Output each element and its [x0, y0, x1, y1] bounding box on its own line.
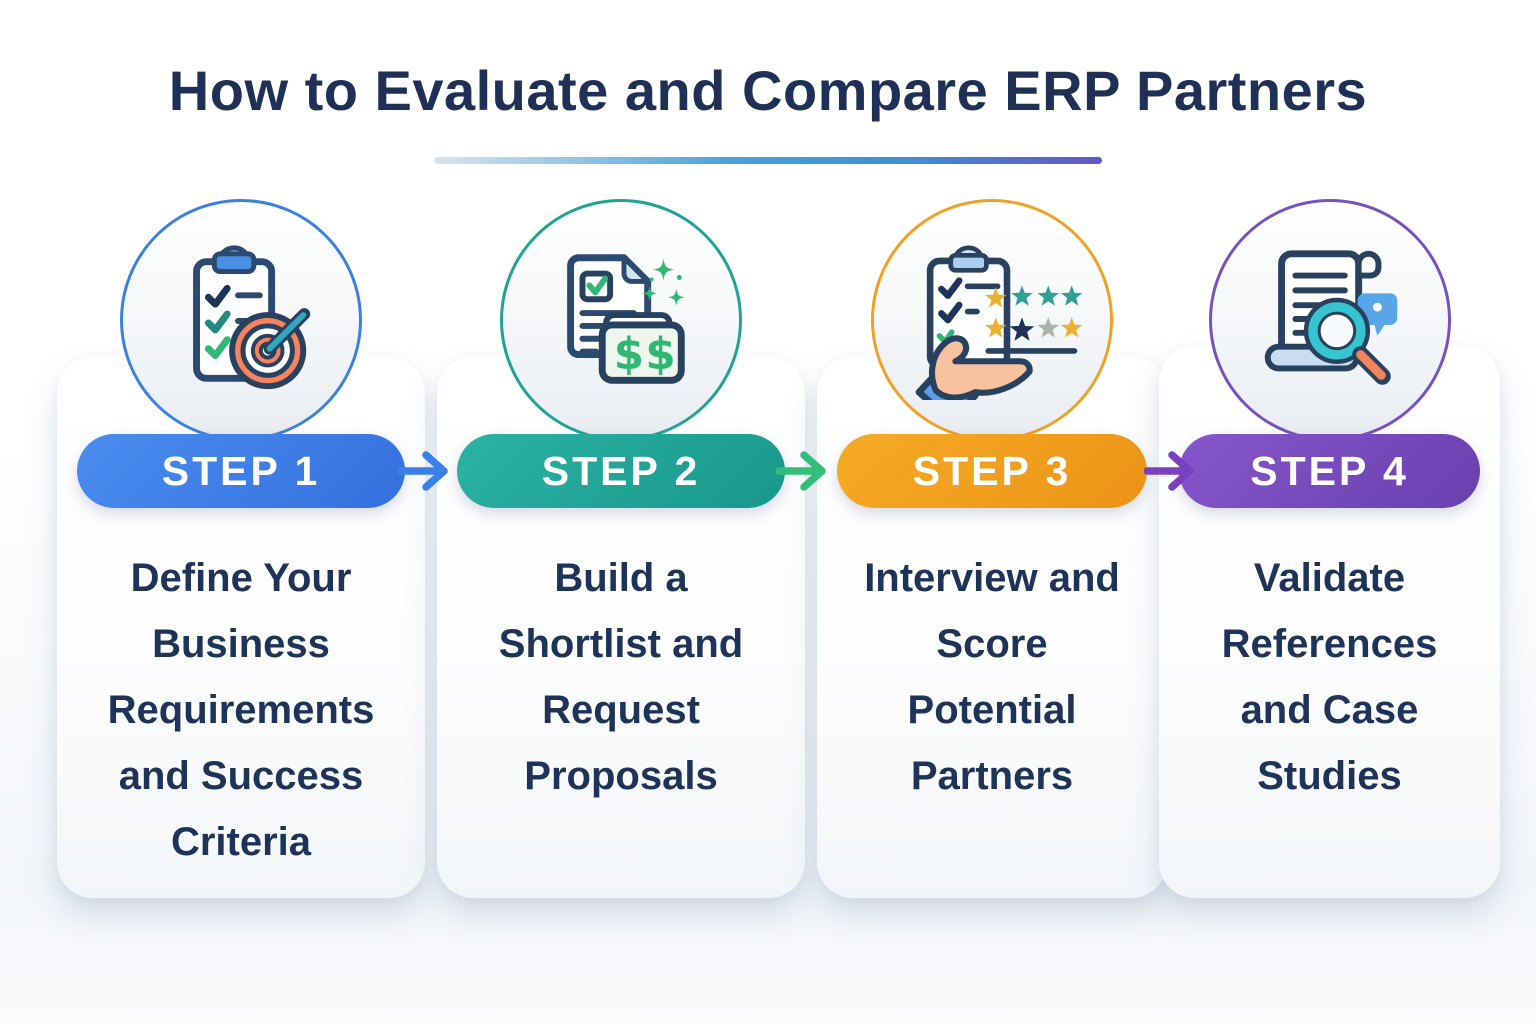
description-line: and Success: [118, 754, 364, 798]
step-column-2: $ $ STEP 2 Build a Shortlist and Request…: [437, 0, 805, 1024]
step-description: Define Your Business Requirements and Su…: [65, 545, 417, 875]
description-line: Studies: [1257, 754, 1402, 798]
step-pill-label: STEP 3: [912, 447, 1072, 494]
description-line: Interview and: [864, 556, 1120, 600]
svg-text:$: $: [645, 329, 675, 379]
description-line: Request: [542, 688, 700, 732]
description-line: Proposals: [524, 754, 718, 798]
description-line: Business: [152, 622, 330, 666]
document-magnifier-icon: [1264, 250, 1397, 385]
step-description: Build a Shortlist and Request Proposals: [445, 545, 797, 809]
description-line: and Case: [1240, 688, 1419, 732]
clipboard-checklist-target-icon: [193, 245, 311, 390]
description-line: Shortlist and: [498, 622, 744, 666]
step-icon-badge: [120, 199, 362, 441]
step-description: Interview and Score Potential Partners: [825, 545, 1159, 809]
description-line: Build a: [554, 556, 688, 600]
step-column-1: STEP 1 Define Your Business Requirements…: [57, 0, 425, 1024]
step-description: Validate References and Case Studies: [1167, 545, 1492, 809]
description-line: Requirements: [107, 688, 375, 732]
description-line: Define Your: [130, 556, 352, 600]
step-pill: STEP 1: [77, 434, 405, 508]
page-title: How to Evaluate and Compare ERP Partners: [168, 59, 1368, 122]
document-dollar-sparkles-icon: $ $: [567, 254, 686, 384]
description-line: Potential: [907, 688, 1077, 732]
description-line: Score: [936, 622, 1048, 666]
step-pill: STEP 2: [457, 434, 785, 508]
step-pill-label: STEP 1: [161, 447, 321, 494]
description-line: Validate: [1253, 556, 1406, 600]
step-column-4: STEP 4 Validate References and Case Stud…: [1159, 0, 1500, 1024]
step-icon-badge: [871, 199, 1113, 441]
step-column-3: STEP 3 Interview and Score Potential Par…: [817, 0, 1167, 1024]
description-line: Partners: [910, 754, 1074, 798]
step-icon-badge: [1208, 199, 1451, 441]
title-underline: [434, 157, 1102, 164]
arrow-step1-to-step2: [398, 449, 460, 493]
svg-text:$: $: [614, 329, 644, 379]
step-pill-label: STEP 4: [1250, 447, 1409, 494]
step-icon-badge: $ $: [500, 199, 742, 441]
description-line: Criteria: [170, 820, 312, 864]
arrow-step2-to-step3: [776, 449, 838, 493]
arrow-step3-to-step4: [1144, 449, 1206, 493]
step-pill: STEP 4: [1179, 434, 1480, 508]
description-line: References: [1221, 622, 1438, 666]
step-pill: STEP 3: [837, 434, 1147, 508]
step-pill-label: STEP 2: [541, 447, 701, 494]
scorecard-stars-hand-icon: [915, 245, 1082, 400]
